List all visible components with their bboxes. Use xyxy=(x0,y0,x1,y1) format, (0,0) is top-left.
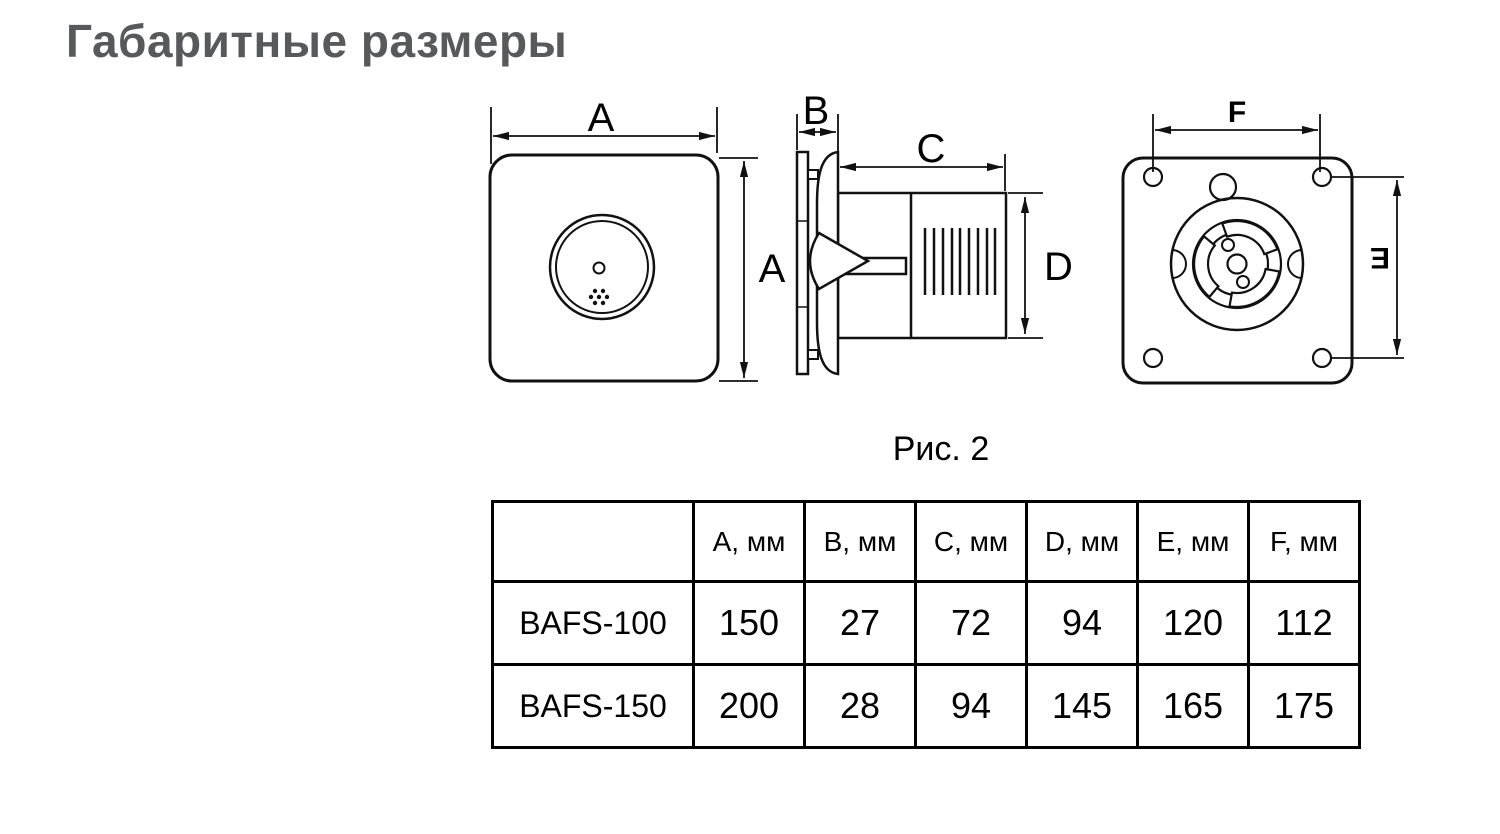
duct-opening-circle xyxy=(1169,196,1305,332)
dimension-c xyxy=(840,154,1006,191)
value-cell: 120 xyxy=(1136,580,1250,666)
value-cell: 94 xyxy=(1025,580,1139,666)
table-header-row: A, мм B, мм C, мм D, мм E, мм F, мм xyxy=(491,500,1361,583)
value-cell: 112 xyxy=(1247,580,1361,666)
dim-label-a-top: A xyxy=(588,96,615,140)
dimension-f xyxy=(1152,114,1321,172)
dimensions-table: A, мм B, мм C, мм D, мм E, мм F, мм BAFS… xyxy=(491,500,1361,749)
perforation-dot xyxy=(600,300,606,306)
mounting-hole xyxy=(1311,166,1333,188)
value-cell: 27 xyxy=(803,580,917,666)
side-tab-right xyxy=(1287,249,1303,279)
value-cell: 200 xyxy=(692,663,806,749)
fan-blade xyxy=(1220,219,1279,256)
table-row: BAFS-100 150 27 72 94 120 112 xyxy=(491,580,1361,666)
side-tab-left xyxy=(1171,249,1187,279)
value-cell: 28 xyxy=(803,663,917,749)
header-cell-a: A, мм xyxy=(692,500,806,583)
front-grille-inner-circle xyxy=(555,220,649,314)
hub-hole xyxy=(1221,238,1235,252)
indicator-hole xyxy=(592,261,606,275)
mounting-hole xyxy=(1311,347,1333,369)
header-cell-c: C, мм xyxy=(914,500,1028,583)
perforation-dot xyxy=(604,294,610,300)
perforation-dot xyxy=(596,294,602,300)
dim-label-d: D xyxy=(1044,245,1073,289)
header-cell-f: F, мм xyxy=(1247,500,1361,583)
value-cell: 145 xyxy=(1025,663,1139,749)
model-name-cell: BAFS-100 xyxy=(491,580,695,666)
fan-blade xyxy=(1192,234,1220,299)
perforation-dot xyxy=(592,300,598,306)
hub-hole xyxy=(1236,275,1250,289)
clip-top xyxy=(807,169,819,180)
dimension-b xyxy=(796,114,839,151)
perforation-dot xyxy=(588,294,594,300)
header-cell-d: D, мм xyxy=(1025,500,1139,583)
dim-label-c: C xyxy=(917,127,946,171)
value-cell: 175 xyxy=(1247,663,1361,749)
front-grille-outer-circle xyxy=(548,213,656,321)
value-cell: 94 xyxy=(914,663,1028,749)
front-view: A A xyxy=(488,96,786,383)
dimension-a-vertical xyxy=(719,157,758,382)
dim-label-e: E xyxy=(1370,241,1390,274)
header-cell-e: E, мм xyxy=(1136,500,1250,583)
dim-label-b: B xyxy=(803,89,830,133)
perforation-dot xyxy=(600,288,606,294)
perforation-dot xyxy=(592,288,598,294)
value-cell: 165 xyxy=(1136,663,1250,749)
model-name-cell: BAFS-150 xyxy=(491,663,695,749)
dim-label-f: F xyxy=(1228,96,1246,129)
table-row: BAFS-150 200 28 94 145 165 175 xyxy=(491,663,1361,749)
dimension-drawing: A A xyxy=(488,89,1404,385)
figure-caption: Рис. 2 xyxy=(892,430,990,468)
dim-label-a-right: A xyxy=(759,247,786,291)
page-title: Габаритные размеры xyxy=(66,15,568,67)
back-plate-outline xyxy=(1121,156,1354,385)
header-cell-b: B, мм xyxy=(803,500,917,583)
cable-entry-hole xyxy=(1208,172,1238,202)
dimension-a-horizontal xyxy=(490,107,718,164)
vent-grille xyxy=(923,228,997,295)
back-view: F E xyxy=(1121,96,1404,385)
hub-circle xyxy=(1226,253,1248,275)
dimension-d xyxy=(1008,192,1043,339)
mounting-hole xyxy=(1142,347,1164,369)
spinner-cone xyxy=(808,231,871,291)
side-view: B C D xyxy=(795,89,1073,376)
value-cell: 72 xyxy=(914,580,1028,666)
perforation-dots xyxy=(588,288,610,306)
clip-bottom xyxy=(807,349,819,360)
wall-plate xyxy=(795,150,810,376)
header-cell-model xyxy=(491,500,695,583)
fan-blade xyxy=(1228,267,1281,308)
front-panel-outline xyxy=(488,153,720,383)
value-cell: 150 xyxy=(692,580,806,666)
dimension-e xyxy=(1331,176,1404,359)
